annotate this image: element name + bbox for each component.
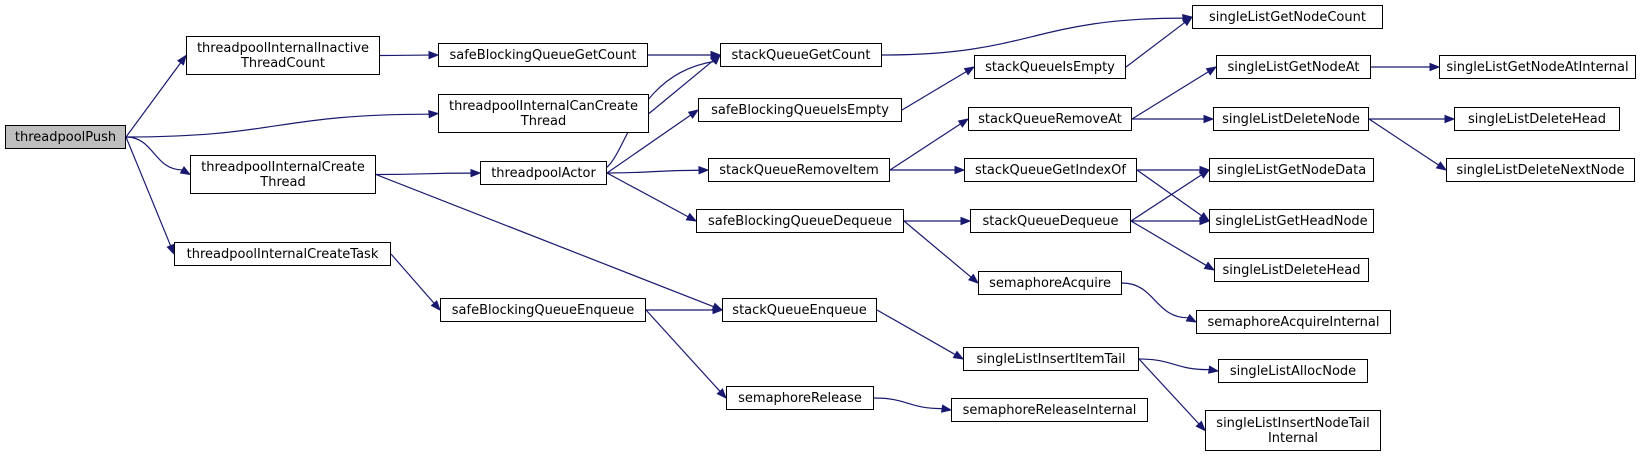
node-sl-delete-head[interactable]: singleListDeleteHead bbox=[1214, 258, 1369, 282]
node-sbq-dequeue[interactable]: safeBlockingQueueDequeue bbox=[696, 209, 904, 233]
node-sl-delete-head-r[interactable]: singleListDeleteHead bbox=[1454, 107, 1620, 131]
edge-sq-remove-item-to-sq-remove-at bbox=[889, 123, 961, 171]
node-sl-get-node-at-internal[interactable]: singleListGetNodeAtInternal bbox=[1439, 55, 1636, 79]
arrowhead bbox=[166, 243, 175, 256]
arrowhead bbox=[1199, 216, 1211, 226]
node-sq-get-index-of[interactable]: stackQueueGetIndexOf bbox=[964, 158, 1137, 182]
arrowhead bbox=[1185, 313, 1198, 323]
edge-sq-is-empty-to-sl-get-node-count bbox=[1125, 21, 1186, 68]
node-sl-get-node-count[interactable]: singleListGetNodeCount bbox=[1192, 5, 1383, 29]
arrowhead bbox=[1444, 114, 1456, 124]
node-sem-acquire-internal[interactable]: semaphoreAcquireInternal bbox=[1196, 310, 1391, 334]
arrowhead bbox=[1205, 66, 1218, 76]
edge-create-thread-to-threadpool-actor bbox=[375, 172, 472, 176]
edge-create-thread-to-sq-enqueue bbox=[375, 173, 714, 308]
node-sl-get-node-data[interactable]: singleListGetNodeData bbox=[1209, 158, 1374, 182]
arrowhead bbox=[428, 50, 440, 60]
arrowhead bbox=[430, 300, 441, 312]
node-sl-delete-node[interactable]: singleListDeleteNode bbox=[1213, 107, 1369, 131]
node-sl-get-node-at[interactable]: singleListGetNodeAt bbox=[1216, 55, 1371, 79]
arrowhead bbox=[1435, 161, 1448, 171]
arrowhead bbox=[960, 216, 972, 226]
arrowhead bbox=[176, 54, 187, 66]
edge-sq-dequeue-to-sl-delete-head bbox=[1130, 220, 1207, 266]
arrowhead bbox=[716, 388, 727, 400]
arrowhead bbox=[1195, 420, 1206, 432]
arrowhead bbox=[1429, 62, 1441, 72]
node-inactive-thread-count[interactable]: threadpoolInternalInactive ThreadCount bbox=[186, 36, 380, 75]
arrowhead bbox=[712, 305, 724, 315]
arrowhead bbox=[968, 273, 980, 284]
node-sq-is-empty[interactable]: stackQueueIsEmpty bbox=[974, 55, 1126, 79]
arrowhead bbox=[940, 404, 953, 413]
edge-sl-delete-node-to-sl-delete-next-node bbox=[1368, 118, 1439, 166]
node-threadpool-push: threadpoolPush bbox=[5, 125, 126, 149]
arrowhead bbox=[687, 109, 700, 119]
edge-threadpool-push-to-create-task bbox=[125, 136, 172, 246]
arrowhead bbox=[957, 118, 970, 128]
node-threadpool-actor[interactable]: threadpoolActor bbox=[480, 161, 607, 185]
node-sq-enqueue[interactable]: stackQueueEnqueue bbox=[722, 298, 877, 322]
arrowhead bbox=[1203, 114, 1215, 124]
edge-sq-get-count-to-sl-get-node-count bbox=[881, 17, 1184, 56]
arrowhead bbox=[1203, 261, 1216, 271]
edge-sbq-enqueue-to-sem-release bbox=[645, 309, 721, 392]
node-can-create-thread[interactable]: threadpoolInternalCanCreate Thread bbox=[438, 94, 649, 133]
node-create-task[interactable]: threadpoolInternalCreateTask bbox=[174, 242, 391, 266]
edge-sl-insert-item-tail-to-sl-alloc-node bbox=[1138, 358, 1210, 371]
edge-sq-enqueue-to-sl-insert-item-tail bbox=[876, 309, 956, 356]
node-sbq-enqueue[interactable]: safeBlockingQueueEnqueue bbox=[440, 298, 646, 322]
edge-threadpool-actor-to-sbq-is-empty bbox=[606, 114, 691, 174]
arrowhead bbox=[470, 168, 482, 178]
node-sl-get-head-node[interactable]: singleListGetHeadNode bbox=[1209, 209, 1374, 233]
node-sem-release-internal[interactable]: semaphoreReleaseInternal bbox=[951, 398, 1148, 422]
edge-sq-get-index-of-to-sl-get-head-node bbox=[1136, 169, 1203, 217]
node-sq-remove-at[interactable]: stackQueueRemoveAt bbox=[968, 107, 1132, 131]
edge-sem-acquire-to-sem-acquire-internal bbox=[1121, 282, 1189, 319]
arrowhead bbox=[685, 212, 698, 222]
node-sl-insert-node-tail-internal[interactable]: singleListInsertNodeTail Internal bbox=[1205, 410, 1381, 451]
node-create-thread[interactable]: threadpoolInternalCreate Thread bbox=[190, 155, 376, 194]
edge-threadpool-actor-to-sq-remove-item bbox=[606, 169, 700, 174]
edge-sbq-is-empty-to-sq-is-empty bbox=[901, 71, 967, 111]
edge-sl-insert-item-tail-to-sl-insert-node-tail-internal bbox=[1138, 358, 1200, 425]
arrowhead bbox=[179, 166, 192, 176]
arrowhead bbox=[954, 165, 966, 175]
edge-sq-dequeue-to-sl-get-node-data bbox=[1130, 174, 1202, 222]
edge-can-create-thread-to-sq-get-count bbox=[648, 60, 714, 114]
node-sq-dequeue[interactable]: stackQueueDequeue bbox=[970, 209, 1131, 233]
node-sl-delete-next-node[interactable]: singleListDeleteNextNode bbox=[1446, 158, 1635, 182]
node-sl-insert-item-tail[interactable]: singleListInsertItemTail bbox=[963, 347, 1139, 371]
arrowhead bbox=[952, 350, 965, 360]
edge-sbq-dequeue-to-sem-acquire bbox=[903, 220, 972, 278]
edge-threadpool-push-to-can-create-thread bbox=[125, 113, 430, 138]
node-sl-alloc-node[interactable]: singleListAllocNode bbox=[1218, 359, 1368, 383]
node-sbq-get-count[interactable]: safeBlockingQueueGetCount bbox=[438, 43, 648, 67]
arrowhead bbox=[428, 109, 440, 119]
arrowhead bbox=[710, 54, 721, 65]
node-sq-remove-item[interactable]: stackQueueRemoveItem bbox=[708, 158, 890, 182]
edge-sem-release-to-sem-release-internal bbox=[873, 397, 943, 410]
node-sem-release[interactable]: semaphoreRelease bbox=[726, 386, 874, 410]
arrowhead bbox=[1198, 169, 1211, 179]
node-sem-acquire[interactable]: semaphoreAcquire bbox=[978, 271, 1122, 295]
edge-threadpool-push-to-inactive-thread-count bbox=[125, 62, 182, 138]
node-sq-get-count[interactable]: stackQueueGetCount bbox=[720, 43, 882, 67]
arrowhead bbox=[1207, 365, 1220, 374]
edge-sq-remove-at-to-sl-get-node-at bbox=[1131, 71, 1209, 120]
node-sbq-is-empty[interactable]: safeBlockingQueueIsEmpty bbox=[698, 98, 902, 122]
edge-create-task-to-sbq-enqueue bbox=[390, 253, 435, 304]
edge-threadpool-push-to-create-thread bbox=[125, 136, 183, 171]
edge-threadpool-actor-to-sbq-dequeue bbox=[606, 172, 689, 218]
arrowhead bbox=[963, 66, 976, 76]
arrowhead bbox=[698, 166, 710, 175]
arrowhead bbox=[1181, 16, 1194, 27]
